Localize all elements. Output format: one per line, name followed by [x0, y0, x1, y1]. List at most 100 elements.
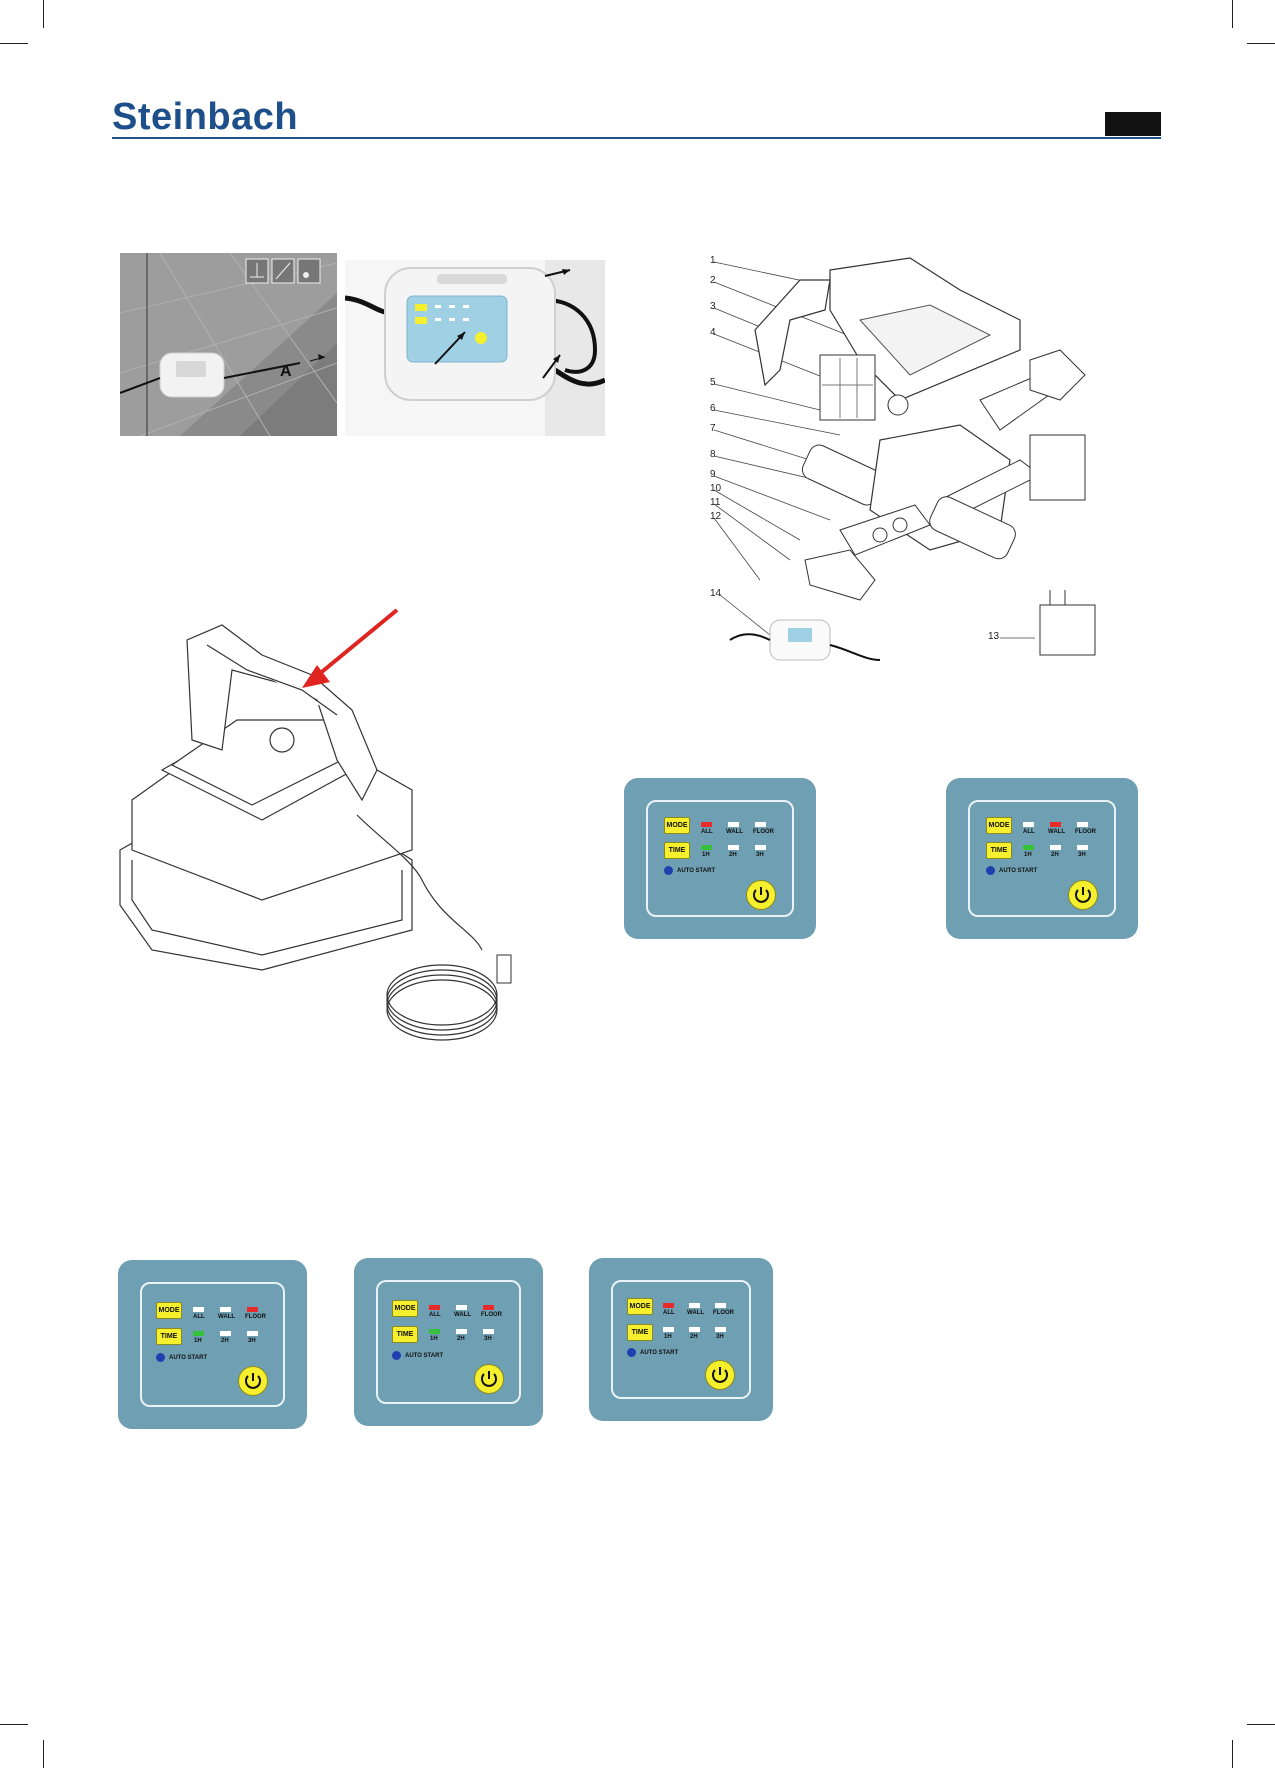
label-2h: 2H: [221, 1338, 229, 1344]
led-1h: [1023, 845, 1034, 850]
power-button[interactable]: [474, 1364, 504, 1394]
mode-button[interactable]: MODE: [627, 1298, 653, 1315]
part-number-9: 9: [710, 469, 716, 480]
mode-button[interactable]: MODE: [986, 817, 1012, 834]
part-number-12: 12: [710, 511, 721, 522]
led-wall: [456, 1305, 467, 1310]
label-all: ALL: [701, 829, 713, 835]
led-wall: [220, 1307, 231, 1312]
mode-button[interactable]: MODE: [156, 1302, 182, 1319]
label-2h: 2H: [1051, 852, 1059, 858]
mode-button[interactable]: MODE: [664, 817, 690, 834]
label-3h: 3H: [484, 1336, 492, 1342]
auto-start-indicator: [664, 866, 673, 875]
crop-mark: [1247, 1724, 1275, 1725]
led-all: [429, 1305, 440, 1310]
led-all: [1023, 822, 1034, 827]
label-floor: FLOOR: [753, 829, 774, 835]
depth-sign-icon: [246, 259, 268, 283]
part-number-6: 6: [710, 403, 716, 414]
power-button[interactable]: [746, 880, 776, 910]
power-icon: [747, 881, 775, 909]
label-wall: WALL: [687, 1310, 704, 1316]
crop-mark: [43, 0, 44, 28]
label-1h: 1H: [194, 1338, 202, 1344]
led-floor: [483, 1305, 494, 1310]
power-button[interactable]: [1068, 880, 1098, 910]
label-auto-start: AUTO START: [677, 868, 715, 874]
auto-start-indicator: [986, 866, 995, 875]
label-wall: WALL: [1048, 829, 1065, 835]
led-1h: [429, 1329, 440, 1334]
part-number-14: 14: [710, 588, 721, 599]
led-3h: [247, 1331, 258, 1336]
auto-start-indicator: [627, 1348, 636, 1357]
label-3h: 3H: [716, 1334, 724, 1340]
crop-mark: [1232, 0, 1233, 28]
power-button[interactable]: [705, 1360, 735, 1390]
led-2h: [728, 845, 739, 850]
temperature-icon: [298, 259, 320, 283]
robot-line-drawing: [112, 600, 532, 1055]
part-number-3: 3: [710, 301, 716, 312]
control-panel-2: MODE TIME ALL WALL FLOOR 1H 2H 3H AUTO S…: [946, 778, 1138, 939]
led-2h: [689, 1327, 700, 1332]
led-wall: [728, 822, 739, 827]
crop-mark: [0, 43, 28, 44]
part-number-5: 5: [710, 377, 716, 388]
part-number-2: 2: [710, 275, 716, 286]
led-floor: [1077, 822, 1088, 827]
label-auto-start: AUTO START: [169, 1355, 207, 1361]
crop-mark: [0, 1724, 28, 1725]
time-button[interactable]: TIME: [664, 842, 690, 859]
power-icon: [706, 1361, 734, 1389]
label-wall: WALL: [218, 1314, 235, 1320]
label-3h: 3H: [1078, 852, 1086, 858]
time-button[interactable]: TIME: [986, 842, 1012, 859]
label-2h: 2H: [690, 1334, 698, 1340]
measure-label-a: A: [280, 363, 292, 381]
led-2h: [1050, 845, 1061, 850]
label-all: ALL: [663, 1310, 675, 1316]
auto-start-indicator: [156, 1353, 165, 1362]
led-1h: [663, 1327, 674, 1332]
label-auto-start: AUTO START: [999, 868, 1037, 874]
led-wall: [689, 1303, 700, 1308]
power-button[interactable]: [238, 1366, 268, 1396]
led-3h: [715, 1327, 726, 1332]
label-floor: FLOOR: [713, 1310, 734, 1316]
led-3h: [755, 845, 766, 850]
led-floor: [247, 1307, 258, 1312]
led-all: [663, 1303, 674, 1308]
label-1h: 1H: [702, 852, 710, 858]
power-icon: [239, 1367, 267, 1395]
time-button[interactable]: TIME: [392, 1326, 418, 1343]
sun-no-icon: [272, 259, 294, 283]
label-auto-start: AUTO START: [640, 1350, 678, 1356]
power-supply-drawing: [345, 260, 605, 436]
label-2h: 2H: [729, 852, 737, 858]
power-icon: [475, 1365, 503, 1393]
label-all: ALL: [1023, 829, 1035, 835]
control-panel-5: MODE TIME ALL WALL FLOOR 1H 2H 3H AUTO S…: [589, 1258, 773, 1421]
label-auto-start: AUTO START: [405, 1353, 443, 1359]
label-3h: 3H: [756, 852, 764, 858]
label-3h: 3H: [248, 1338, 256, 1344]
led-2h: [456, 1329, 467, 1334]
mode-button[interactable]: MODE: [392, 1300, 418, 1317]
label-floor: FLOOR: [481, 1312, 502, 1318]
led-3h: [1077, 845, 1088, 850]
part-number-13: 13: [988, 631, 999, 642]
crop-mark: [43, 1740, 44, 1768]
led-floor: [755, 822, 766, 827]
crop-mark: [1247, 43, 1275, 44]
label-wall: WALL: [726, 829, 743, 835]
crop-mark: [1232, 1740, 1233, 1768]
part-number-7: 7: [710, 423, 716, 434]
time-button[interactable]: TIME: [156, 1328, 182, 1345]
part-number-11: 11: [710, 497, 720, 508]
part-number-10: 10: [710, 483, 721, 494]
exploded-view-drawing: [700, 250, 1100, 700]
label-floor: FLOOR: [245, 1314, 266, 1320]
time-button[interactable]: TIME: [627, 1324, 653, 1341]
